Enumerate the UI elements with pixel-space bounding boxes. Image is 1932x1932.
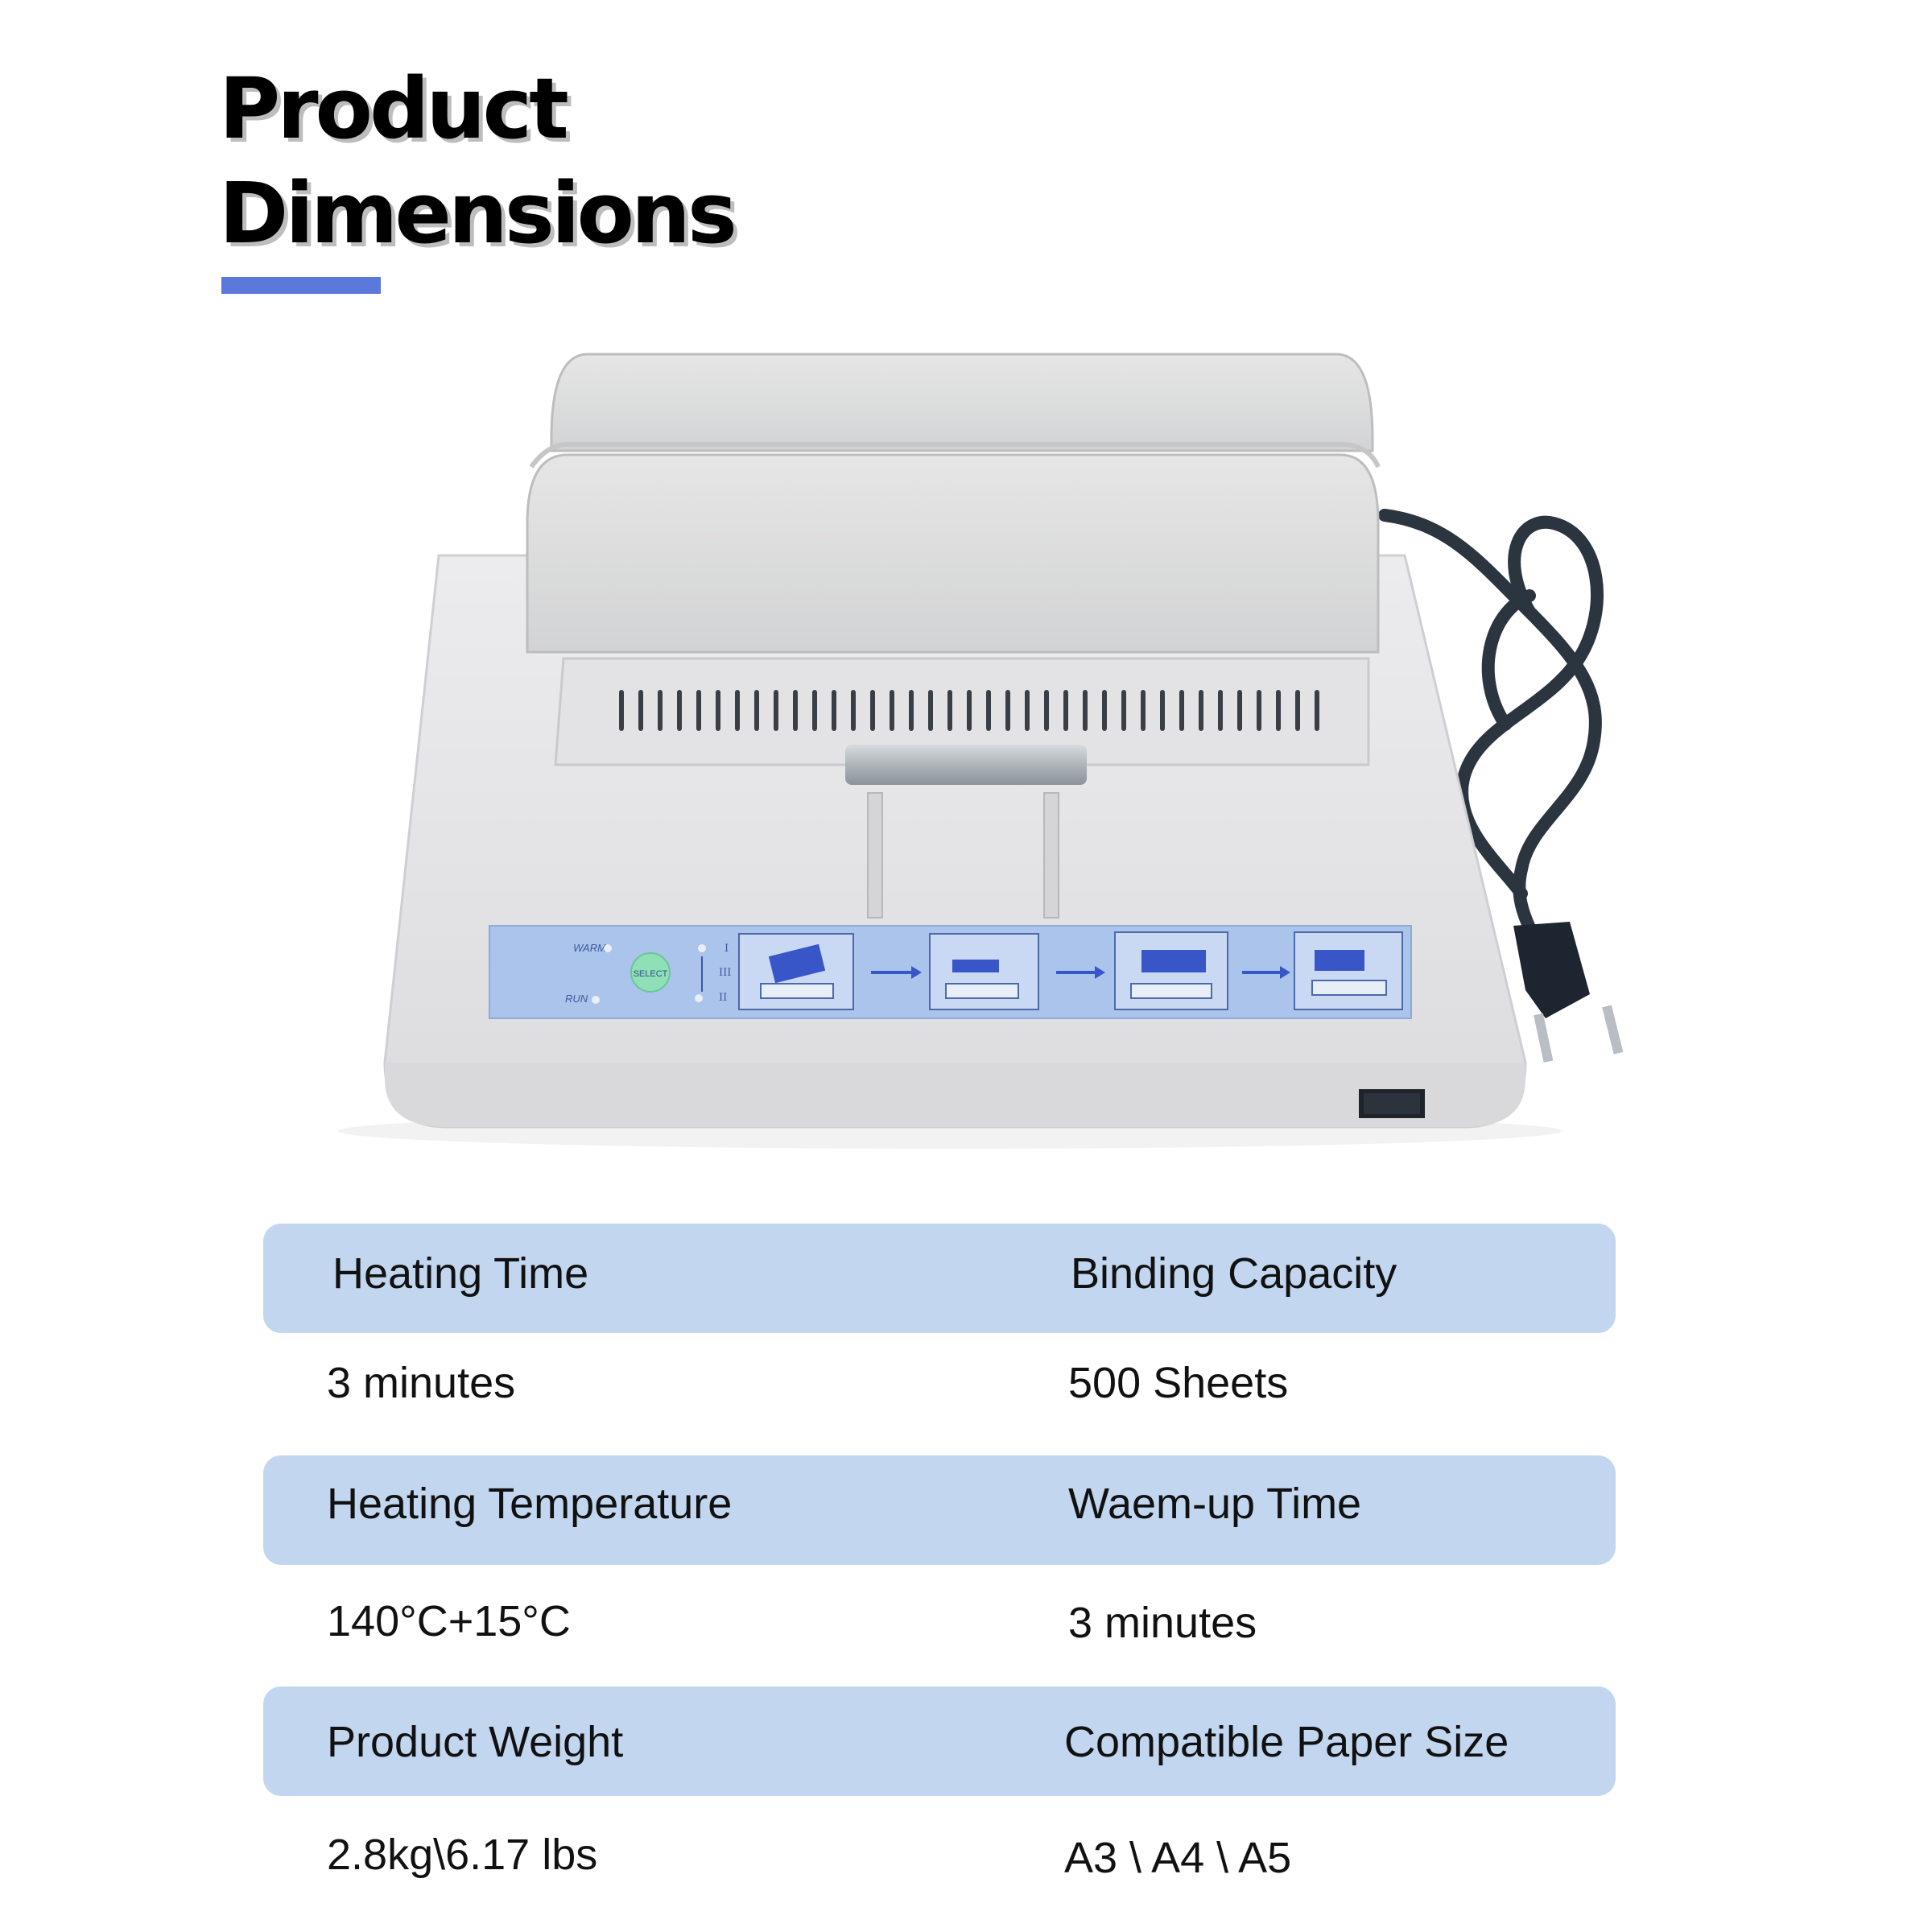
spec-label-binding-capacity: Binding Capacity [1071, 1249, 1397, 1298]
svg-text:WARM: WARM [573, 942, 606, 954]
title-line-1: Product [219, 60, 569, 158]
plug-icon [1513, 922, 1624, 1063]
spec-value-warmup-time: 3 minutes [1068, 1599, 1257, 1647]
svg-text:III: III [719, 967, 731, 979]
spec-band-1 [263, 1224, 1616, 1333]
spec-value-paper-size: A3 \ A4 \ A5 [1064, 1834, 1292, 1882]
svg-text:I: I [724, 943, 729, 955]
spec-band-2 [263, 1455, 1616, 1565]
spec-value-heating-time: 3 minutes [327, 1359, 516, 1407]
binding-machine-image: WARM RUN SELECT I III II [338, 353, 1624, 1149]
vent-slots [619, 690, 1319, 731]
spec-label-heating-time: Heating Time [332, 1249, 589, 1298]
spec-label-warmup-time: Waem-up Time [1068, 1480, 1362, 1528]
page-title: Product Dimensions [219, 56, 737, 266]
spec-value-binding-capacity: 500 Sheets [1068, 1359, 1289, 1407]
power-switch-icon [1359, 1089, 1425, 1118]
spec-band-3 [263, 1686, 1616, 1796]
title-line-2: Dimensions [219, 164, 737, 262]
title-accent-bar [221, 277, 381, 294]
spec-label-heating-temperature: Heating Temperature [327, 1480, 733, 1528]
control-panel: WARM RUN SELECT I III II [489, 925, 1412, 1019]
spec-value-heating-temperature: 140°C+15°C [327, 1597, 571, 1645]
svg-text:SELECT: SELECT [634, 969, 668, 979]
svg-text:II: II [719, 992, 727, 1004]
svg-text:RUN: RUN [565, 993, 588, 1005]
spec-label-product-weight: Product Weight [327, 1718, 624, 1766]
spec-value-product-weight: 2.8kg\6.17 lbs [327, 1831, 598, 1879]
spec-label-paper-size: Compatible Paper Size [1064, 1718, 1509, 1766]
